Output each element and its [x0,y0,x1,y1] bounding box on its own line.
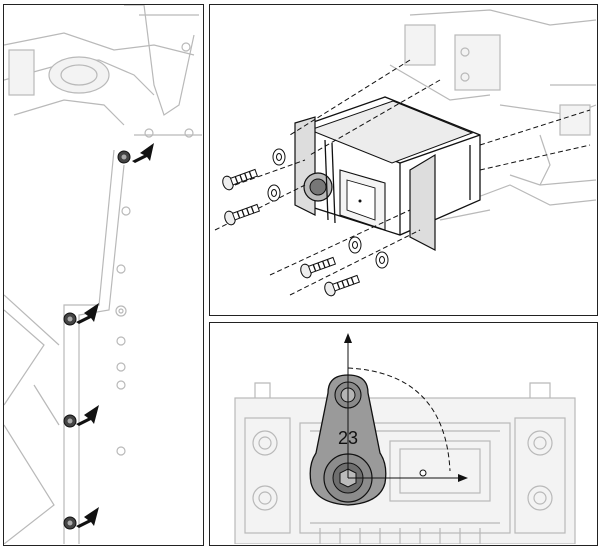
angle-arrows [344,333,468,482]
frame-rail [4,134,202,544]
arrow-icon [76,143,154,528]
step-panel-servo-mount [209,4,598,316]
servo-housing-background [234,382,576,544]
screw-icon [222,168,361,297]
washer-icon [267,148,389,269]
servo-icon [294,96,481,251]
chassis-background [389,9,596,221]
mounting-holes [115,128,194,456]
servo-horn-diagram: 23 [234,333,576,544]
chassis-diagram [4,5,202,544]
step-panel-chassis [3,4,204,546]
servo-mount-diagram [214,9,596,297]
screw-icon [63,150,131,530]
suspension-sketch [4,5,199,126]
step-panel-servo-horn: 23 [209,322,598,546]
